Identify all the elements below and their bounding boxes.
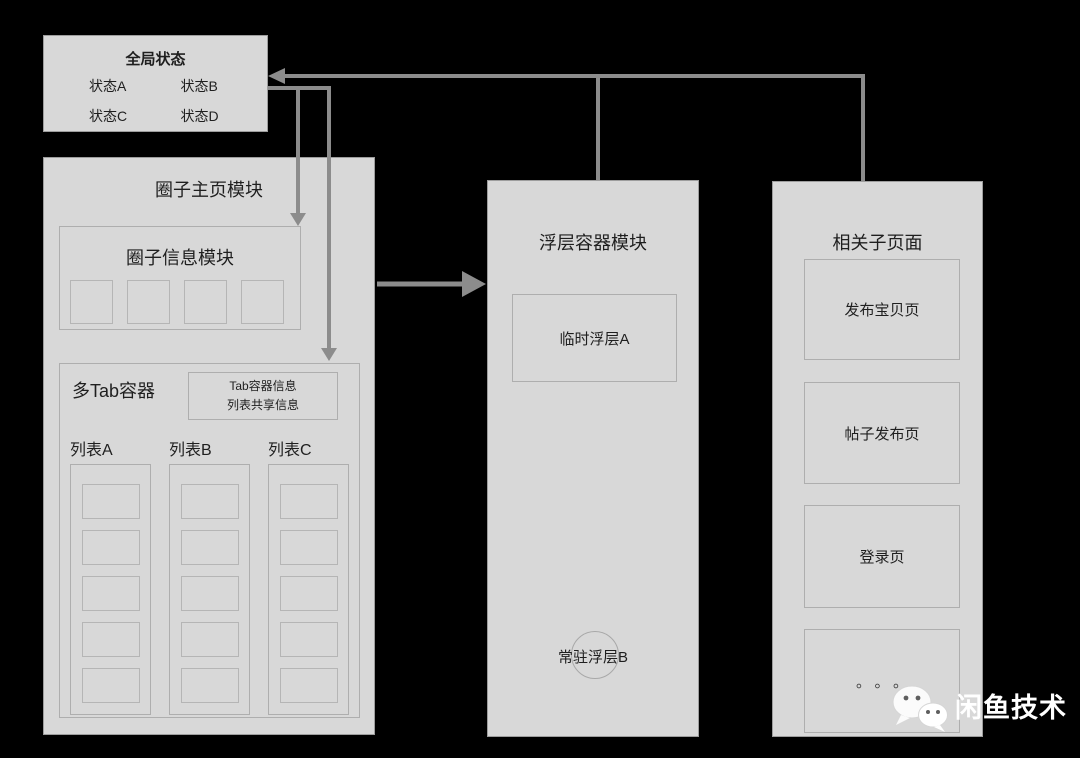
list-cell — [180, 530, 239, 565]
tab-lists: 列表A 列表B — [70, 436, 349, 715]
list-b-label: 列表B — [169, 442, 212, 459]
post-publish-page-box: 帖子发布页 — [804, 382, 960, 484]
resident-float-layer-b-label: 常驻浮层B — [557, 649, 628, 666]
circle-info-placeholders — [70, 280, 284, 324]
list-cell — [180, 622, 239, 657]
login-page-label: 登录页 — [859, 549, 905, 566]
state-b-label: 状态B — [180, 78, 218, 94]
resident-layer-circle — [571, 631, 619, 679]
list-a-items — [70, 464, 151, 715]
state-a-label: 状态A — [89, 78, 127, 94]
circle-info-module-box: 圈子信息模块 — [59, 226, 301, 330]
placeholder-square — [241, 280, 284, 324]
list-b-items — [169, 464, 250, 715]
watermark-text: 闲鱼技术 — [955, 693, 1067, 723]
post-publish-page-label: 帖子发布页 — [844, 425, 920, 443]
arrowhead-right-into-float-container — [462, 271, 486, 297]
float-container-module-box: 浮层容器模块 临时浮层A 常驻浮层B — [487, 180, 699, 737]
list-cell — [279, 622, 338, 657]
global-state-grid: 状态A 状态B 状态C 状态D — [44, 76, 267, 126]
placeholder-square — [70, 280, 113, 324]
list-cell — [279, 668, 338, 703]
list-cell — [180, 576, 239, 611]
resident-float-layer-b: 常驻浮层B — [488, 646, 698, 667]
placeholder-square — [127, 280, 170, 324]
state-c-label: 状态C — [89, 108, 128, 124]
circle-home-module-box: 圈子主页模块 圈子信息模块 多Tab容器 Tab容器信息 列表共享信息 列表A — [43, 157, 375, 735]
wechat-logo-icon — [892, 685, 948, 732]
global-state-box: 全局状态 状态A 状态B 状态C 状态D — [43, 35, 268, 132]
login-page-box: 登录页 — [804, 505, 960, 608]
list-a-column: 列表A — [70, 436, 151, 715]
list-cell — [81, 484, 140, 519]
publish-item-page-label: 发布宝贝页 — [844, 302, 920, 319]
tab-info-line2: 列表共享信息 — [226, 398, 299, 412]
tab-shared-info-box: Tab容器信息 列表共享信息 — [188, 372, 338, 420]
tab-info-line1: Tab容器信息 — [229, 379, 297, 393]
ellipsis-dots: 。。。 — [855, 673, 919, 691]
related-subpages-box: 相关子页面 发布宝贝页 帖子发布页 登录页 。。。 — [772, 181, 983, 737]
placeholder-square — [184, 280, 227, 324]
list-c-column: 列表C — [268, 436, 349, 715]
list-cell — [81, 622, 140, 657]
circle-info-module-title: 圈子信息模块 — [126, 248, 234, 268]
multi-tab-container-box: 多Tab容器 Tab容器信息 列表共享信息 列表A 列表B — [59, 363, 360, 718]
list-c-items — [268, 464, 349, 715]
state-d-label: 状态D — [180, 108, 219, 124]
list-cell — [279, 484, 338, 519]
arrowhead-left-into-global-state — [268, 68, 285, 84]
list-cell — [279, 530, 338, 565]
global-state-title: 全局状态 — [125, 51, 186, 68]
multi-tab-container-title: 多Tab容器 — [72, 381, 156, 401]
list-a-label: 列表A — [70, 442, 113, 459]
list-cell — [81, 668, 140, 703]
list-cell — [81, 576, 140, 611]
temp-float-layer-a-label: 临时浮层A — [559, 330, 630, 348]
list-c-label: 列表C — [268, 442, 312, 459]
related-subpages-title: 相关子页面 — [832, 233, 923, 253]
temp-float-layer-a-box: 临时浮层A — [512, 294, 677, 382]
list-cell — [81, 530, 140, 565]
list-b-column: 列表B — [169, 436, 250, 715]
watermark: 闲鱼技术 — [891, 683, 1067, 733]
float-container-title: 浮层容器模块 — [539, 233, 647, 253]
publish-item-page-box: 发布宝贝页 — [804, 259, 960, 360]
list-cell — [279, 576, 338, 611]
circle-home-module-title: 圈子主页模块 — [155, 180, 263, 200]
list-cell — [180, 668, 239, 703]
list-cell — [180, 484, 239, 519]
